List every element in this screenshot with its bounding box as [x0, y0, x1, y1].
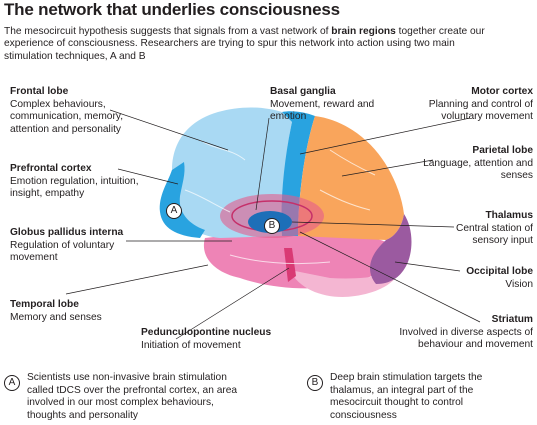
- label-occipital-lobe: Occipital lobe Vision: [443, 266, 533, 291]
- occipital-lobe-shape: [370, 214, 412, 284]
- brainstem-shape: [284, 248, 296, 282]
- label-basal-name: Basal ganglia: [270, 86, 336, 97]
- label-motor-desc: Planning and control of voluntary moveme…: [428, 98, 533, 123]
- marker-a: A: [166, 203, 182, 219]
- label-thalamus-name: Thalamus: [485, 210, 533, 221]
- label-prefrontal-name: Prefrontal cortex: [10, 163, 92, 174]
- label-basal-desc: Movement, reward and emotion: [270, 98, 375, 123]
- label-striatum-desc: Involved in diverse aspects of behaviour…: [399, 326, 533, 351]
- label-thalamus: Thalamus Central station of sensory inpu…: [443, 210, 533, 248]
- label-frontal-lobe-desc: Complex behaviours, communication, memor…: [10, 98, 124, 135]
- temporal-lobe-shape: [203, 233, 398, 289]
- label-pedunculo-desc: Initiation of movement: [141, 339, 241, 351]
- label-globus-name: Globus pallidus interna: [10, 227, 124, 238]
- label-prefrontal-desc: Emotion regulation, intuition, insight, …: [10, 175, 139, 200]
- label-motor-cortex: Motor cortex Planning and control of vol…: [403, 86, 533, 124]
- note-a-text: Scientists use non-invasive brain stimul…: [27, 372, 238, 421]
- label-occipital-desc: Vision: [505, 278, 533, 290]
- cerebellum-shape: [290, 270, 400, 297]
- note-a-marker: A: [4, 375, 20, 391]
- label-pedunculo-name: Pedunculopontine nucleus: [141, 327, 272, 338]
- label-occipital-name: Occipital lobe: [466, 266, 533, 277]
- label-temporal-desc: Memory and senses: [10, 311, 102, 323]
- intro-text: The mesocircuit hypothesis suggests that…: [4, 26, 485, 62]
- label-globus-pallidus: Globus pallidus interna Regulation of vo…: [10, 227, 140, 265]
- label-parietal-lobe: Parietal lobe Language, attention and se…: [413, 145, 533, 183]
- label-temporal-lobe: Temporal lobe Memory and senses: [10, 299, 130, 324]
- label-temporal-name: Temporal lobe: [10, 299, 79, 310]
- label-parietal-name: Parietal lobe: [472, 145, 533, 156]
- label-frontal-lobe: Frontal lobe Complex behaviours, communi…: [10, 86, 150, 136]
- label-striatum-name: Striatum: [491, 314, 533, 325]
- prefrontal-cortex-shape: [159, 162, 205, 238]
- page-title: The network that underlies consciousness: [4, 0, 340, 19]
- label-globus-desc: Regulation of voluntary movement: [10, 239, 115, 264]
- label-thalamus-desc: Central station of sensory input: [455, 222, 533, 247]
- label-motor-name: Motor cortex: [471, 86, 533, 97]
- label-basal-ganglia: Basal ganglia Movement, reward and emoti…: [270, 86, 380, 124]
- label-frontal-lobe-name: Frontal lobe: [10, 86, 69, 97]
- marker-b: B: [264, 218, 280, 234]
- note-b-marker: B: [307, 375, 323, 391]
- label-prefrontal-cortex: Prefrontal cortex Emotion regulation, in…: [10, 163, 140, 201]
- label-parietal-desc: Language, attention and senses: [423, 157, 533, 182]
- label-striatum: Striatum Involved in diverse aspects of …: [393, 314, 533, 352]
- parietal-lobe-shape: [298, 116, 404, 240]
- label-pedunculopontine: Pedunculopontine nucleus Initiation of m…: [141, 327, 291, 352]
- note-b-text: Deep brain stimulation targets the thala…: [330, 372, 483, 421]
